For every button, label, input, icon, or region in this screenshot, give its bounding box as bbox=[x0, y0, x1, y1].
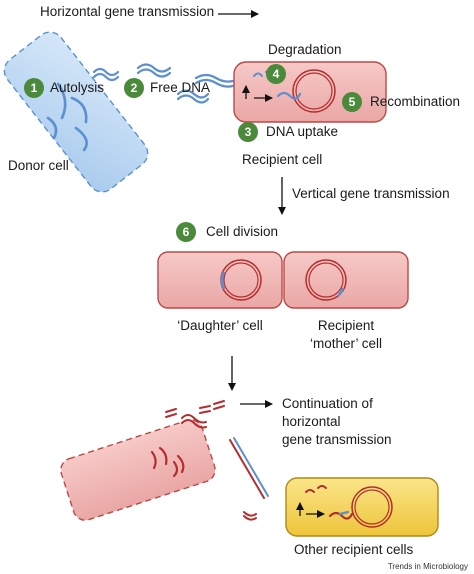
recipient-chromosome-inner bbox=[295, 72, 333, 110]
step-5-badge: 5 bbox=[342, 92, 362, 112]
other-chromosome bbox=[351, 486, 393, 528]
journal-credit: Trends in Microbiology bbox=[387, 562, 468, 571]
recipient-mother-label-line1: Recipient bbox=[317, 318, 375, 333]
donor-dna-fragments bbox=[46, 82, 88, 152]
mother-insert bbox=[337, 287, 345, 297]
other-chromosome-inner bbox=[354, 489, 390, 525]
step-6-badge: 6 bbox=[176, 222, 196, 242]
other-incoming-dna-blue bbox=[338, 510, 350, 516]
mother-chromosome-inner bbox=[308, 262, 344, 298]
recipient-cell-label: Recipient cell bbox=[242, 152, 323, 167]
free-dna-label: Free DNA bbox=[150, 80, 211, 95]
recombination-label: Recombination bbox=[370, 94, 461, 109]
continuation-label-line1: Continuation of bbox=[282, 396, 373, 411]
lysed-cell-dna bbox=[150, 446, 185, 478]
continuation-label-line3: gene transmission bbox=[282, 432, 392, 447]
autolysis-label: Autolysis bbox=[50, 80, 105, 95]
other-degraded-dna bbox=[305, 485, 327, 493]
cell-division-label: Cell division bbox=[206, 224, 279, 239]
step-2-badge: 2 bbox=[124, 78, 144, 98]
continuation-label-line2: horizontal bbox=[282, 414, 341, 429]
mother-chromosome bbox=[305, 259, 347, 301]
other-incoming-dna bbox=[328, 511, 354, 520]
title-label: Horizontal gene transmission bbox=[40, 4, 215, 19]
free-dna-strands bbox=[92, 63, 238, 104]
dna-uptake-label: DNA uptake bbox=[266, 124, 339, 139]
donor-cell-label: Donor cell bbox=[8, 158, 69, 173]
donor-cell bbox=[3, 31, 149, 193]
recipient-chromosome bbox=[292, 69, 336, 113]
step-3-badge: 3 bbox=[238, 122, 258, 142]
daughter-cell bbox=[157, 251, 283, 309]
lysed-cell bbox=[60, 419, 216, 521]
released-dna bbox=[165, 400, 269, 521]
step-4-badge: 4 bbox=[266, 64, 286, 84]
recipient-mother-label-line2: ‘mother’ cell bbox=[309, 336, 383, 351]
daughter-cell-label: ‘Daughter’ cell bbox=[177, 318, 263, 333]
other-recipient-cell bbox=[285, 477, 439, 537]
vertical-transmission-label: Vertical gene transmission bbox=[292, 186, 450, 201]
step-1-badge: 1 bbox=[24, 78, 44, 98]
incoming-dna bbox=[276, 91, 302, 100]
other-recipient-label: Other recipient cells bbox=[294, 542, 414, 557]
daughter-chromosome-inner bbox=[223, 262, 259, 298]
degradation-label: Degradation bbox=[268, 42, 342, 57]
daughter-insert bbox=[220, 271, 226, 290]
